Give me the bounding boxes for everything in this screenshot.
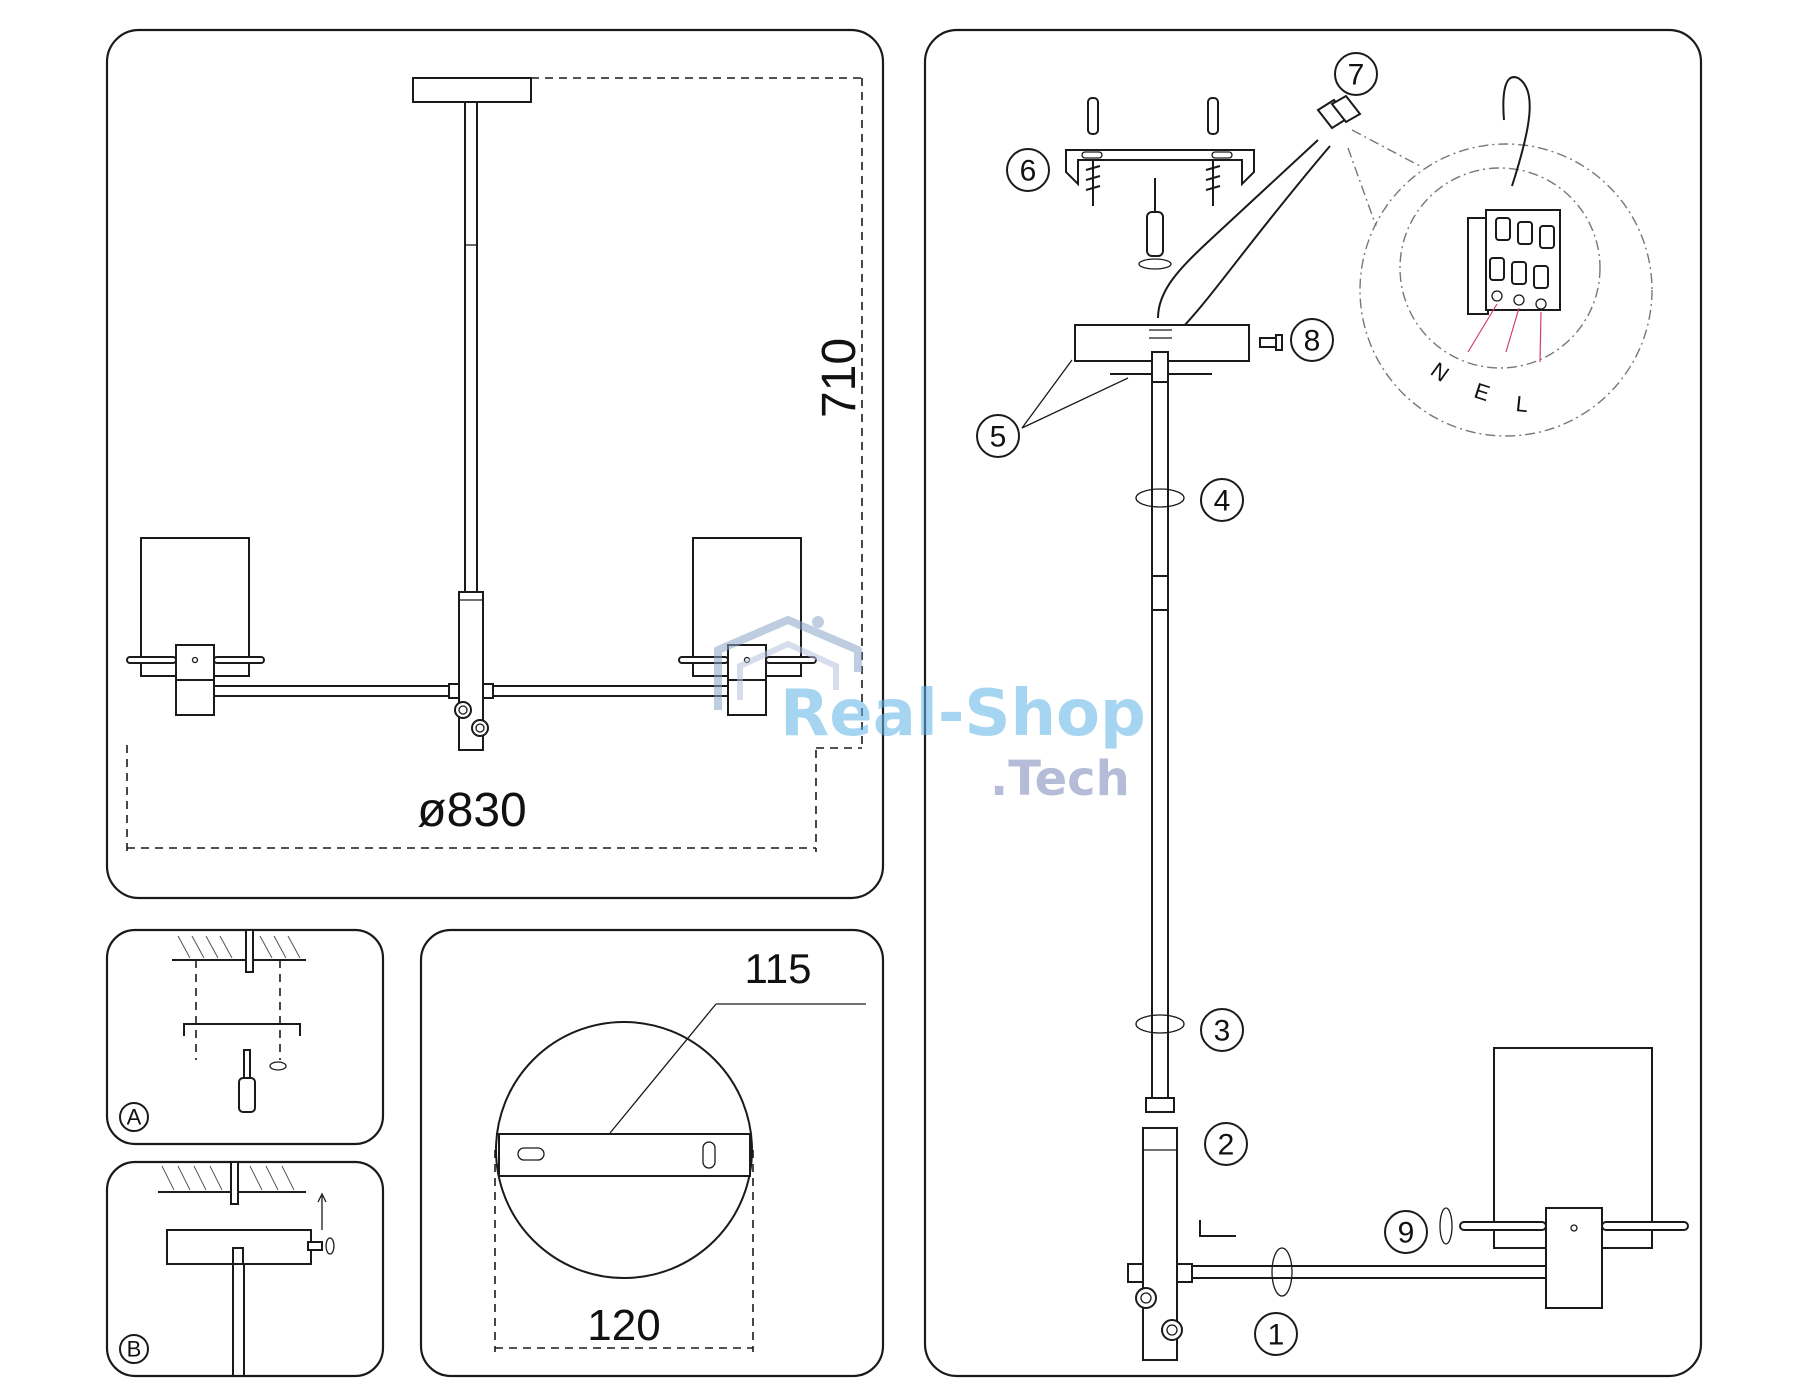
panel-canopy-dimensions xyxy=(419,928,885,1378)
step-8-callout: 8 xyxy=(1290,318,1334,362)
watermark-line1: Real-Shop xyxy=(780,677,1146,751)
watermark-house-icon xyxy=(714,616,862,710)
chandelier-overview: ø830 710 xyxy=(126,77,866,852)
svg-text:3: 3 xyxy=(1214,1015,1231,1048)
canopy xyxy=(412,77,532,103)
canopy-diameter-dimension: 120 xyxy=(587,1301,660,1350)
wire-label-l: L xyxy=(1515,391,1530,417)
svg-text:5: 5 xyxy=(990,421,1007,454)
svg-text:7: 7 xyxy=(1348,59,1365,92)
sub-label-b: B xyxy=(127,1337,142,1362)
svg-text:2: 2 xyxy=(1218,1129,1235,1162)
diameter-dimension: ø830 xyxy=(417,784,526,837)
step-2-callout: 2 xyxy=(1204,1122,1248,1166)
height-dimension: 710 xyxy=(813,338,866,418)
watermark-line2: .Tech xyxy=(990,751,1130,807)
svg-text:1: 1 xyxy=(1268,1319,1285,1352)
svg-text:4: 4 xyxy=(1214,485,1231,518)
panel-overview xyxy=(105,28,885,900)
mounting-bracket xyxy=(1065,149,1255,187)
plate-length-dimension: 115 xyxy=(745,945,812,992)
svg-text:9: 9 xyxy=(1398,1217,1415,1250)
step-b-drawing: B xyxy=(119,1161,335,1376)
svg-text:6: 6 xyxy=(1020,155,1037,188)
step-5-callout: 5 xyxy=(976,414,1020,458)
step-9-callout: 9 xyxy=(1384,1210,1428,1254)
sub-label-a: A xyxy=(127,1105,142,1130)
wire-label-n: N xyxy=(1426,357,1454,387)
canopy-dimension-drawing: 115 120 xyxy=(494,945,866,1352)
panel-assembly xyxy=(923,28,1703,1378)
watermark: Real-Shop .Tech xyxy=(714,616,1146,807)
step-7-callout: 7 xyxy=(1334,52,1378,96)
assembly-drawing xyxy=(1065,94,1689,1361)
wire-label-e: E xyxy=(1471,378,1493,406)
step-4-callout: 4 xyxy=(1200,478,1244,522)
mounting-plate xyxy=(498,1133,751,1177)
step-callouts: 1 2 3 4 5 6 7 8 9 xyxy=(976,52,1428,1356)
step-3-callout: 3 xyxy=(1200,1008,1244,1052)
step-6-callout: 6 xyxy=(1006,148,1050,192)
step-a-drawing: A xyxy=(119,929,306,1132)
step-1-callout: 1 xyxy=(1254,1312,1298,1356)
canopy-outline xyxy=(495,1021,753,1279)
screwdriver-icon xyxy=(1146,211,1164,257)
svg-text:8: 8 xyxy=(1304,325,1321,358)
wiring-detail: N E L xyxy=(1347,76,1653,437)
